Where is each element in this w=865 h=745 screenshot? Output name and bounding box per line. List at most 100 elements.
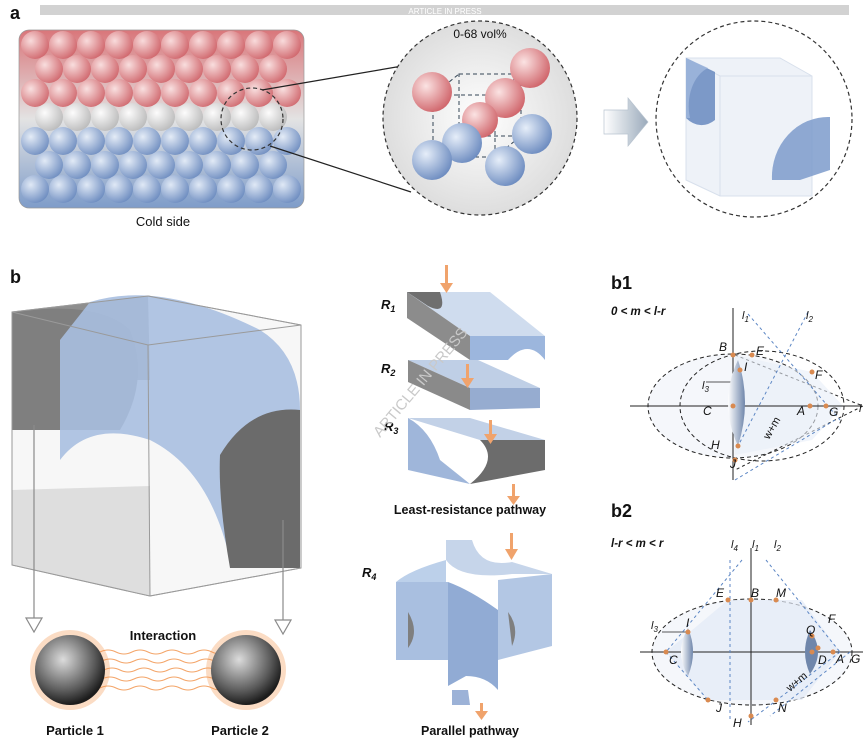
filler-particle [217, 175, 245, 203]
filler-particle [231, 55, 259, 83]
filler-particle [259, 55, 287, 83]
resistance-slabs [407, 265, 545, 505]
filler-particle [273, 31, 301, 59]
filler-particle [91, 55, 119, 83]
zoom-circle: 0-68 vol% [382, 20, 578, 216]
filler-particle [77, 127, 105, 155]
b1-condition: 0 < m < l-r [611, 306, 666, 318]
flow-arrows-parallel [475, 533, 518, 720]
filler-particle [77, 79, 105, 107]
particle-cold-4 [485, 146, 525, 186]
filler-particle [273, 127, 301, 155]
unit-cell-circle [655, 20, 853, 218]
b2-points [663, 597, 836, 719]
b1-points [730, 352, 829, 463]
b2-point-M: M [776, 586, 786, 600]
zoom-line-top [261, 63, 415, 91]
particle-1-label: Particle 1 [46, 723, 104, 738]
b2-point-E: E [716, 586, 725, 600]
filler-particle [231, 151, 259, 179]
filler-particle [175, 103, 203, 131]
thermal-composite-box [18, 29, 305, 209]
filler-particle [203, 151, 231, 179]
b2-point-J: J [715, 701, 723, 715]
box-filler-particles [21, 31, 301, 203]
b2-point-F: F [828, 612, 836, 626]
zoom-line-bottom [269, 145, 412, 193]
b1-point-E: E [756, 344, 765, 358]
interaction-label: Interaction [130, 628, 197, 643]
filler-particle [203, 55, 231, 83]
b2-blue-lines [665, 559, 851, 723]
panel-a-label: a [10, 3, 21, 23]
particle-hot-1 [412, 72, 452, 112]
filler-particle [133, 79, 161, 107]
filler-particle [175, 55, 203, 83]
particle-2 [211, 635, 281, 705]
filler-particle [105, 175, 133, 203]
parallel-block-r4 [396, 533, 552, 720]
b2-l1-label: l1 [752, 539, 759, 553]
particle-cold-2 [512, 114, 552, 154]
arrow-to-particle-2 [273, 520, 293, 636]
filler-particle [49, 127, 77, 155]
filler-particle [35, 55, 63, 83]
filler-particle [231, 103, 259, 131]
filler-particle [21, 31, 49, 59]
b1-l3-label: l3 [702, 380, 709, 394]
filler-particle [35, 103, 63, 131]
particle-cold-3 [412, 140, 452, 180]
particle-hot-2 [510, 48, 550, 88]
b2-point-G: G [851, 652, 860, 666]
b2-geometry-diagram [640, 548, 863, 725]
panel-b1-label: b1 [611, 273, 632, 293]
slab-r2 [408, 360, 540, 410]
b1-point-B: B [719, 340, 727, 354]
b2-l3-label: l3 [651, 620, 658, 634]
b1-point-F: F [815, 368, 823, 382]
filler-particle [189, 175, 217, 203]
least-resistance-label: Least-resistance pathway [394, 503, 546, 517]
b2-point-H: H [733, 716, 742, 730]
filler-particle [105, 127, 133, 155]
filler-particle [105, 79, 133, 107]
filler-particle [161, 31, 189, 59]
parallel-pathway-label: Parallel pathway [421, 724, 519, 738]
filler-particle [119, 55, 147, 83]
filler-particle [161, 79, 189, 107]
filler-particle [105, 31, 133, 59]
filler-particle [63, 103, 91, 131]
filler-particle [259, 151, 287, 179]
particle-hot-3 [485, 78, 525, 118]
filler-particle [35, 151, 63, 179]
b1-blue-lines [734, 311, 841, 481]
particle-cold-1 [442, 123, 482, 163]
filler-particle [77, 31, 105, 59]
b1-end-label: l [859, 403, 862, 415]
cap-gray [219, 409, 300, 568]
zoom-region-marker [220, 87, 284, 151]
filler-particle [147, 151, 175, 179]
b1-point-H: H [711, 438, 720, 452]
filler-particle [273, 175, 301, 203]
filler-particle [91, 103, 119, 131]
particle-2-label: Particle 2 [211, 723, 269, 738]
r3-label: R3 [384, 419, 398, 436]
b2-point-I: I [686, 616, 690, 630]
b1-lens [728, 360, 745, 446]
b1-point-C: C [703, 404, 712, 418]
b1-point-I: I [744, 360, 748, 374]
b2-point-B: B [751, 586, 759, 600]
b1-l2-label: l2 [806, 310, 813, 324]
slab-r1 [407, 292, 545, 360]
spherical-cap-2 [771, 116, 830, 180]
filler-particle [245, 175, 273, 203]
header-banner [40, 5, 849, 15]
filler-particle [21, 127, 49, 155]
filler-particle [189, 127, 217, 155]
b2-condition: l-r < m < r [611, 538, 664, 550]
filler-particle [217, 31, 245, 59]
filler-particle [119, 151, 147, 179]
r4-label: R4 [362, 565, 376, 582]
